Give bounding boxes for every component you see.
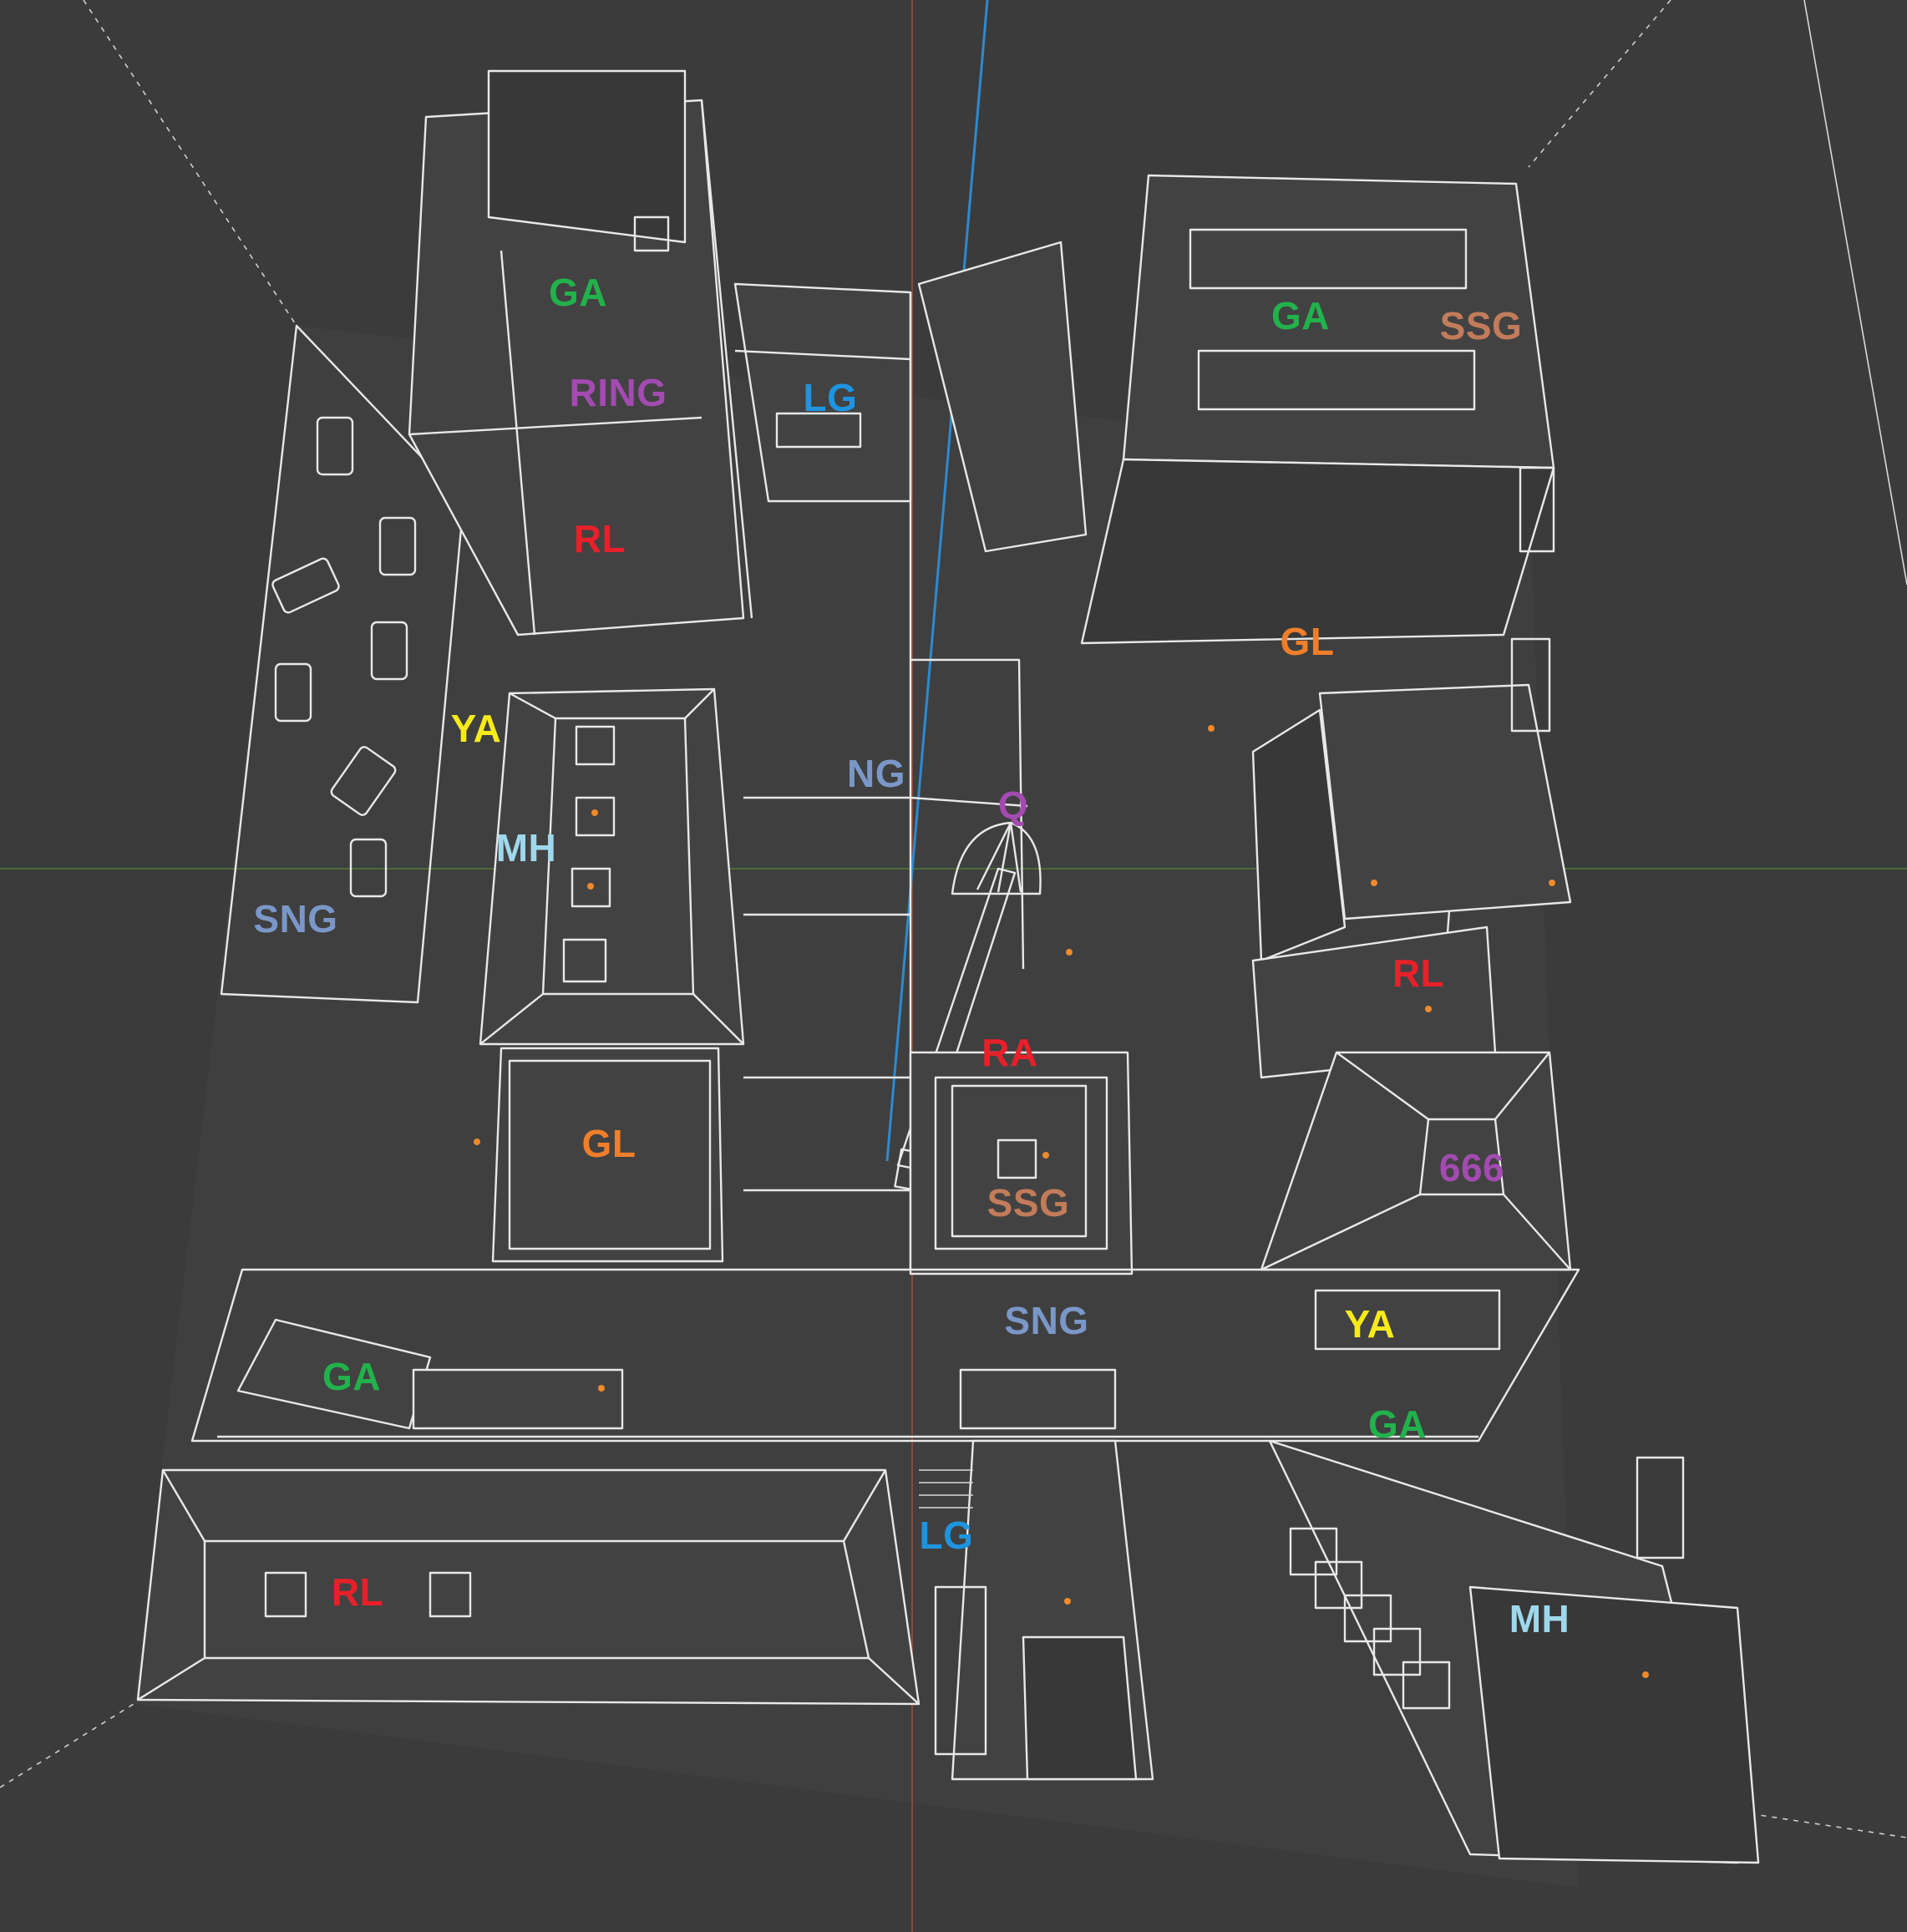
item-label-sng: SNG — [1004, 1299, 1089, 1342]
building-w-lower — [491, 1047, 724, 1263]
sight-line — [885, 0, 989, 1162]
item-label-mh: MH — [1509, 1597, 1570, 1640]
item-label-ya: YA — [1344, 1302, 1396, 1346]
item-label-sng: SNG — [253, 897, 338, 941]
ammo-markers — [474, 725, 1649, 1678]
item-label-rl: RL — [331, 1570, 384, 1614]
stairs — [919, 1469, 987, 1756]
item-label-rl: RL — [573, 517, 626, 560]
item-label-ssg: SSG — [1439, 304, 1523, 347]
steps-se — [1289, 1527, 1451, 1710]
item-label-ra: RA — [981, 1031, 1038, 1074]
item-label-mh: MH — [495, 826, 557, 870]
parked-cars — [271, 416, 417, 898]
item-label-ga: GA — [549, 271, 607, 314]
street-box — [236, 1318, 432, 1430]
item-label-ga: GA — [1271, 294, 1330, 337]
parking-strip — [220, 324, 465, 1004]
item-label-gl: GL — [1280, 620, 1335, 663]
item-label-ga: GA — [1368, 1402, 1427, 1446]
item-label-ssg: SSG — [986, 1181, 1070, 1225]
building-sw-roof — [136, 1468, 921, 1706]
pedestal — [909, 1051, 1134, 1275]
frustum-line — [0, 1703, 134, 1788]
item-label-ring: RING — [569, 371, 667, 414]
item-label-q: Q — [997, 783, 1029, 827]
item-label-ga: GA — [322, 1355, 381, 1398]
building-e-side — [1251, 708, 1347, 962]
street-box — [1314, 1289, 1501, 1351]
item-label-lg: LG — [803, 376, 858, 419]
item-label-lg: LG — [919, 1514, 974, 1557]
item-label-ng: NG — [847, 752, 905, 795]
building-nw-tower — [487, 69, 687, 244]
item-label-666: 666 — [1438, 1146, 1505, 1189]
roof-vent — [1189, 228, 1468, 290]
item-label-rl: RL — [1392, 951, 1445, 995]
building-e-roof — [1318, 683, 1572, 920]
street-box — [959, 1368, 1117, 1430]
item-label-gl: GL — [581, 1122, 637, 1165]
building-ne-face — [1080, 458, 1555, 645]
roof-vent — [1197, 349, 1476, 411]
item-label-ya: YA — [450, 707, 502, 750]
edge-line — [1803, 0, 1907, 586]
main-street — [190, 1268, 1580, 1443]
building-n-block — [917, 241, 1088, 553]
street-box — [412, 1368, 624, 1430]
frustum-line — [1528, 0, 1671, 168]
